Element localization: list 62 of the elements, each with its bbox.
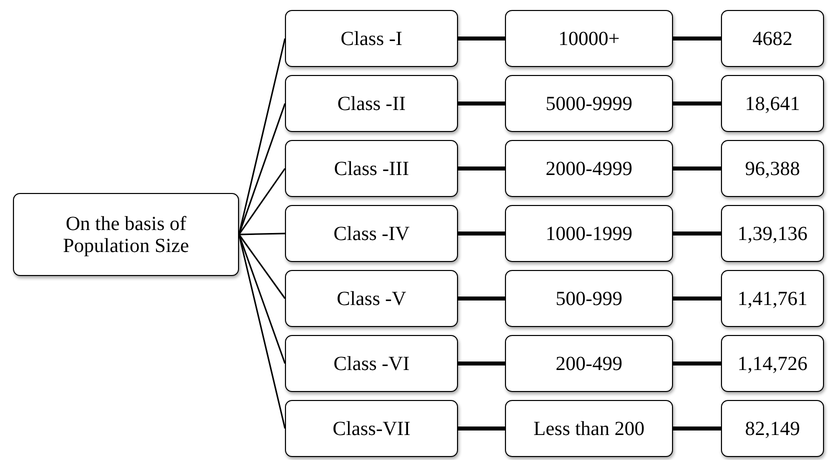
node-label: On the basis of Population Size [62,212,190,256]
class-box [285,205,458,262]
class-box [505,270,673,327]
node-label: 18,641 [745,92,800,114]
connector-line [673,362,721,366]
connector-line [673,232,721,236]
node-label: 1,14,726 [738,352,808,374]
node-label: Class -VI [333,352,410,374]
node-label: Class -III [334,158,409,180]
node-label: Class-VII [332,418,410,440]
connector-line [673,102,721,106]
class-box [721,400,824,457]
node-label: 10000+ [558,28,620,50]
node-label: 4682 [752,28,792,50]
class-box [505,400,673,457]
connector-line [458,166,505,170]
class-box [285,400,458,457]
class-box [721,205,824,262]
class-box [285,335,458,392]
connector-line [673,166,721,170]
class-box [721,140,824,197]
class-box [505,205,673,262]
connector-line [458,36,505,40]
node-label: Class -V [336,288,406,310]
class-box [285,270,458,327]
connector-line [673,36,721,40]
class-box [721,335,824,392]
node-label: 200-499 [556,352,622,374]
class-box [505,335,673,392]
connector-line [458,296,505,300]
node-label: 2000-4999 [546,158,632,180]
node-label: 500-999 [556,288,622,310]
class-box [721,10,824,67]
connector-line [458,426,505,430]
node-label: 1,41,761 [738,288,808,310]
class-box [721,270,824,327]
class-box [285,140,458,197]
node-label: 1000-1999 [546,222,632,244]
node-label: Class -IV [333,222,410,244]
connector-line [458,102,505,106]
connector-line [238,168,286,235]
node-label: Class -I [340,28,402,50]
node-label: 1,39,136 [738,222,808,244]
class-box [505,140,673,197]
node-label: Class -II [337,92,406,114]
connector-line [458,362,505,366]
connector-line [238,103,286,235]
node-label: Less than 200 [533,418,645,440]
class-box [505,75,673,132]
node-label: 82,149 [745,418,800,440]
node-label: 5000-9999 [546,92,632,114]
connector-line [673,296,721,300]
connector-line [673,426,721,430]
connector-line [238,234,286,299]
class-box [505,10,673,67]
connector-line [458,232,505,236]
class-box [285,75,458,132]
connector-line [238,232,286,236]
class-box [721,75,824,132]
class-box [285,10,458,67]
node-label: 96,388 [745,158,800,180]
category-box [13,193,239,276]
